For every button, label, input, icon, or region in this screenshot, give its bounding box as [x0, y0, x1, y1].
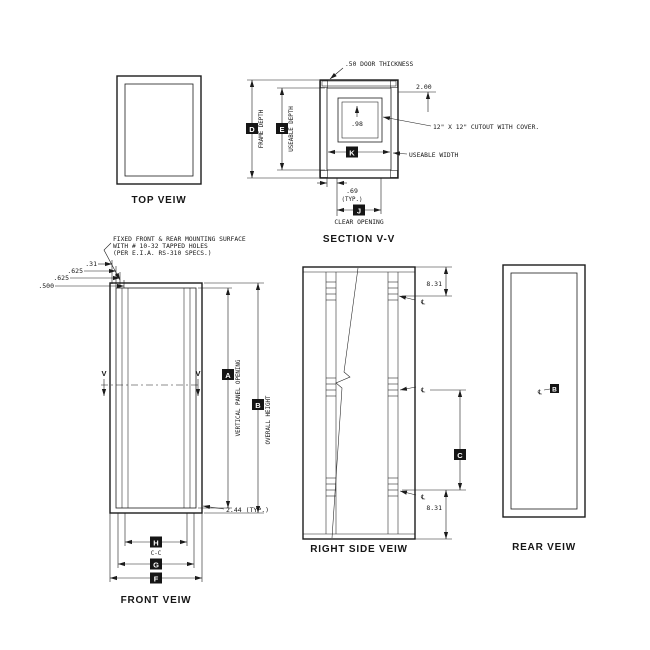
- rear-view: ℄ B REAR VEIW: [502, 264, 586, 553]
- centerline-bottom-symbol: ℄: [420, 493, 426, 501]
- dim-8-31-top: 8.31: [426, 280, 442, 288]
- dim-h-sub: C-C: [151, 551, 162, 557]
- useable-depth-label: USEABLE DEPTH: [289, 106, 295, 152]
- dim-j: J: [357, 207, 361, 216]
- dim-0-500: .500: [38, 282, 54, 290]
- dim-0-625-a: .625: [67, 267, 83, 275]
- door-panel: [321, 80, 397, 87]
- dim-0-69-typ: (TYP.): [342, 197, 363, 203]
- vertical-panel-opening-label: VERTICAL PANEL OPENING: [236, 359, 242, 436]
- rear-view-title: REAR VEIW: [512, 542, 576, 553]
- dim-box-b: [252, 399, 264, 410]
- useable-width-label: USEABLE WIDTH: [409, 152, 458, 159]
- rear-center-box: [550, 384, 559, 393]
- section-view-title: SECTION V-V: [323, 234, 395, 245]
- dim-k: K: [349, 149, 355, 158]
- cutout-note: 12" X 12" CUTOUT WITH COVER.: [433, 124, 539, 131]
- dim-0-69: .69: [346, 187, 358, 195]
- dim-box-a: [222, 369, 234, 380]
- dim-box-c: [454, 449, 466, 460]
- front-view: FIXED FRONT & REAR MOUNTING SURFACE WITH…: [38, 236, 272, 606]
- dim-8-31-bottom: 8.31: [426, 504, 442, 512]
- dim-box-k: [346, 146, 358, 158]
- dim-box-g: [150, 558, 162, 570]
- dim-box-h: [150, 536, 162, 548]
- dim-box-d: [246, 123, 258, 134]
- overall-height-label: OVERALL HEIGHT: [266, 395, 272, 444]
- centerline-top-symbol: ℄: [420, 298, 426, 306]
- dim-2-44: 2.44 (TYP.): [226, 506, 269, 514]
- dim-d: D: [249, 125, 255, 134]
- dim-e: E: [279, 125, 284, 134]
- dim-0-625-b: .625: [53, 274, 69, 282]
- dim-h: H: [153, 539, 158, 548]
- door-thickness-note: .50 DOOR THICKNESS: [345, 61, 413, 68]
- mounting-note-line2: WITH # 10-32 TAPPED HOLES: [113, 243, 208, 250]
- frame-depth-label: FRAME DEPTH: [259, 109, 265, 148]
- cutout-cover: [337, 97, 383, 143]
- rail-holes-middle: [326, 377, 398, 397]
- centerline-mid-symbol: ℄: [420, 386, 426, 394]
- dim-0-31: .31: [85, 260, 97, 268]
- dim-2-00: 2.00: [416, 83, 432, 91]
- section-marker-right: V: [195, 369, 200, 378]
- right-side-view: ℄ ℄ ℄ 8.31 C 8.31 RIGHT SIDE VEIW: [302, 266, 466, 555]
- dim-b: B: [255, 401, 261, 410]
- dim-box-e: [276, 123, 288, 134]
- clear-opening-label: CLEAR OPENING: [334, 219, 383, 226]
- right-side-view-title: RIGHT SIDE VEIW: [310, 544, 408, 555]
- rail-holes-bottom: [326, 477, 398, 497]
- dim-box-f: [150, 572, 162, 584]
- dim-c: C: [457, 451, 463, 460]
- section-view: .50 DOOR THICKNESS 2.00 .98 12" X 12" CU…: [246, 61, 539, 245]
- top-view-title: TOP VEIW: [132, 195, 187, 206]
- mounting-note-line1: FIXED FRONT & REAR MOUNTING SURFACE: [113, 236, 246, 243]
- section-marker-left: V: [101, 369, 106, 378]
- break-line: [331, 267, 359, 539]
- rear-center-label: B: [552, 387, 557, 394]
- mounting-note-line3: (PER E.I.A. RS-310 SPECS.): [113, 250, 212, 257]
- dim-box-j: [353, 204, 365, 216]
- rail-holes-top: [326, 281, 398, 301]
- dim-0-98: .98: [351, 120, 363, 128]
- rear-centerline-symbol: ℄: [537, 388, 543, 396]
- top-view: TOP VEIW: [116, 75, 202, 206]
- front-view-title: FRONT VEIW: [121, 595, 192, 606]
- dim-g: G: [153, 561, 159, 570]
- dim-f: F: [154, 575, 159, 584]
- dim-a: A: [225, 371, 231, 380]
